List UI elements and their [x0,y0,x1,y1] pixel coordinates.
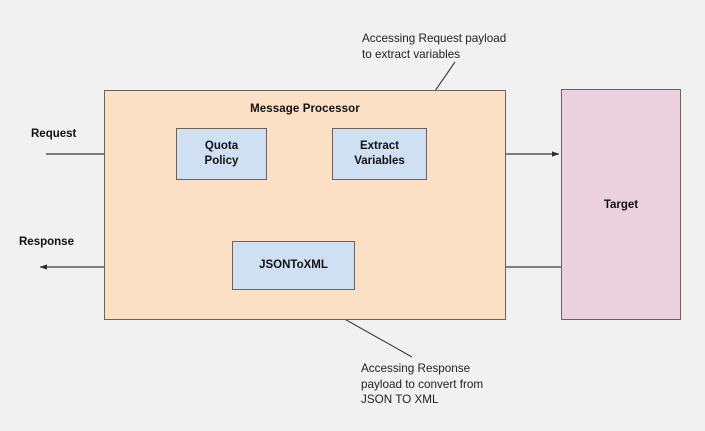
policy-box-quota-policy[interactable]: Quota Policy [176,128,267,180]
policy-label-line1: Quota [204,140,239,152]
policy-box-jsontoxml[interactable]: JSONToXML [232,241,355,290]
annotation-response-payload: Accessing Response payload to convert fr… [361,362,484,406]
message-processor-title: Message Processor [250,103,360,115]
policy-label-quota-policy: Quota Policy [205,139,239,169]
annotation-request-payload: Accessing Request payload to extract var… [362,32,507,61]
policy-label-line1: Extract [359,140,399,152]
target-label: Target [603,198,639,211]
request-label: Request [31,128,77,140]
policy-label-jsontoxml: JSONToXML [259,259,328,271]
response-label: Response [19,236,74,248]
policy-label-line2: Policy [204,155,239,167]
policy-box-extract-variables[interactable]: Extract Variables [332,128,427,180]
policy-label-extract-variables: Extract Variables [354,139,405,169]
policy-label-line2: Variables [354,155,405,167]
target-box[interactable]: Target [561,89,681,320]
